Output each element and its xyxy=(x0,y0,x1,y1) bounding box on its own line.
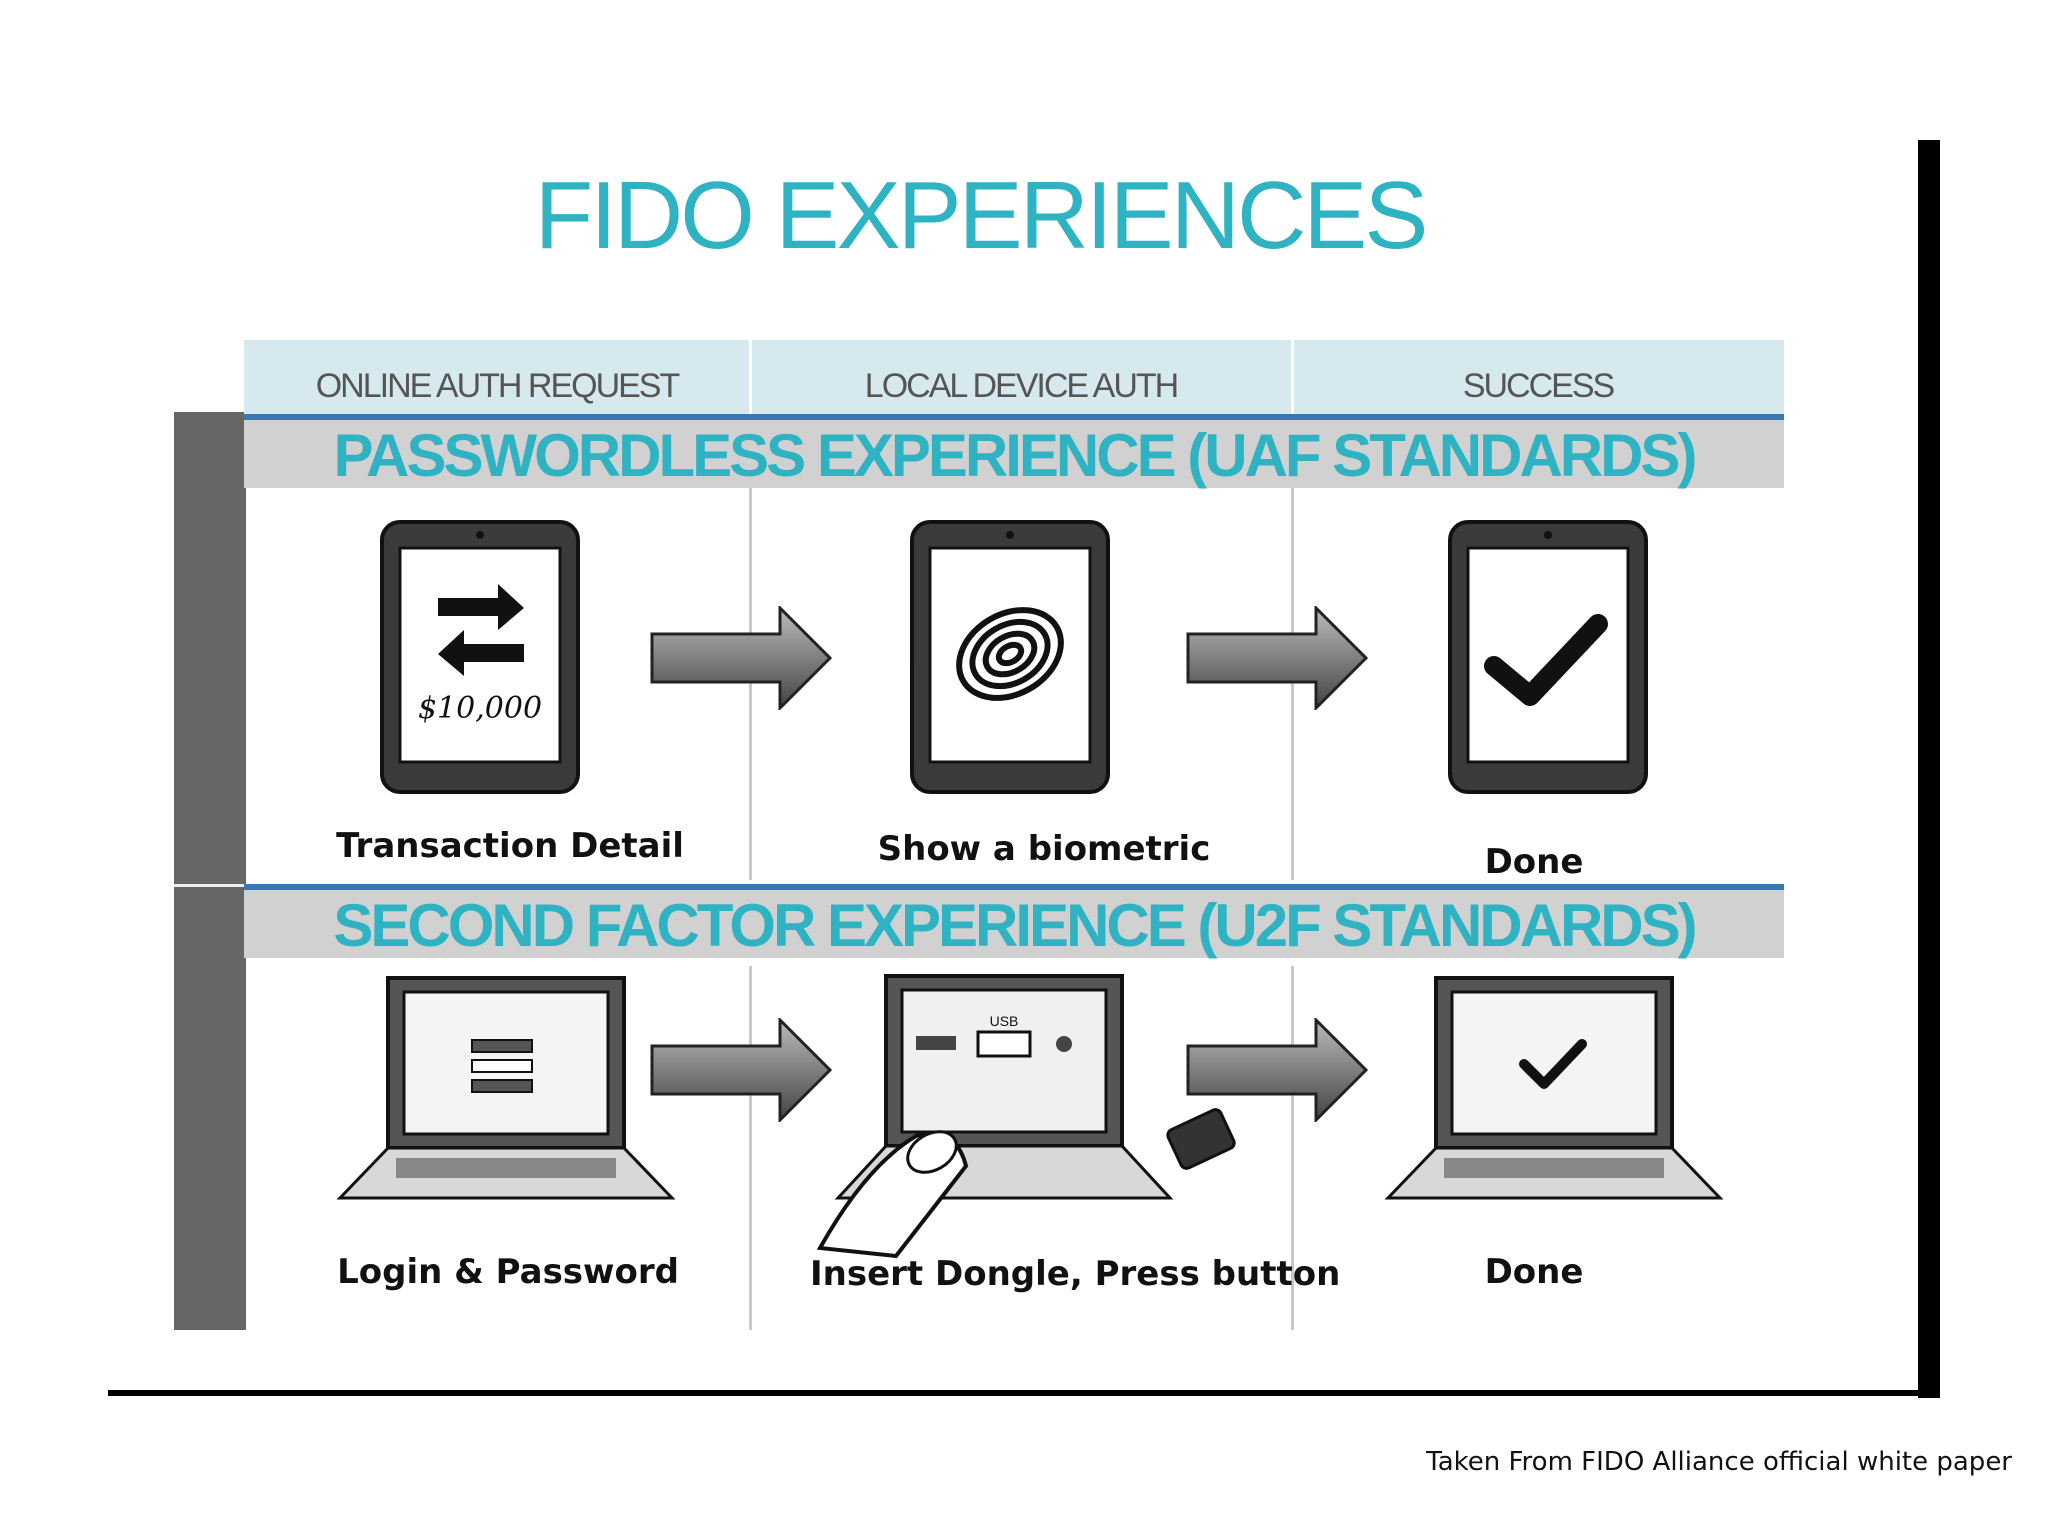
step-caption: Insert Dongle, Press button xyxy=(810,1254,1341,1294)
section-heading-u2f: SECOND FACTOR EXPERIENCE (U2F STANDARDS) xyxy=(244,890,1784,959)
section-divider-line xyxy=(244,414,1784,420)
laptop-login-icon xyxy=(336,976,676,1200)
step-caption: Done xyxy=(1484,1252,1584,1292)
tablet-checkmark-icon xyxy=(1448,520,1648,794)
column-divider xyxy=(1291,966,1294,1330)
left-bar-separator xyxy=(174,884,246,887)
column-divider xyxy=(749,488,752,880)
left-sidebar-bar xyxy=(174,412,246,1330)
header-divider xyxy=(1291,340,1294,416)
arrow-right-icon xyxy=(1186,606,1368,710)
frame-right-edge xyxy=(1918,140,1940,1398)
arrow-right-icon xyxy=(650,1018,832,1122)
frame-bottom-edge xyxy=(108,1390,1940,1396)
header-divider xyxy=(749,340,752,416)
column-divider xyxy=(1291,488,1294,880)
section-divider-line xyxy=(244,884,1784,890)
usb-label: USB xyxy=(990,1013,1019,1029)
laptop-checkmark-icon xyxy=(1384,976,1724,1200)
tablet-fingerprint-icon xyxy=(910,520,1110,794)
column-header-row: ONLINE AUTH REQUEST LOCAL DEVICE AUTH SU… xyxy=(244,340,1784,416)
source-footnote: Taken From FIDO Alliance official white … xyxy=(1426,1447,2012,1477)
step-caption: Done xyxy=(1484,842,1584,882)
arrow-right-icon xyxy=(1186,1018,1368,1122)
section-heading-uaf: PASSWORDLESS EXPERIENCE (UAF STANDARDS) xyxy=(244,420,1784,489)
amount-text: $10,000 xyxy=(418,691,542,726)
page-title: FIDO EXPERIENCES xyxy=(534,162,1429,269)
column-header-local-device-auth: LOCAL DEVICE AUTH xyxy=(864,367,1179,405)
arrow-right-icon xyxy=(650,606,832,710)
column-header-success: SUCCESS xyxy=(1462,367,1615,405)
step-caption: Transaction Detail xyxy=(336,826,684,866)
laptop-usb-dongle-icon: USB xyxy=(816,974,1236,1259)
column-header-online-auth: ONLINE AUTH REQUEST xyxy=(315,367,681,405)
step-caption: Show a biometric xyxy=(877,829,1211,869)
step-caption: Login & Password xyxy=(337,1252,679,1292)
column-divider xyxy=(749,966,752,1330)
tablet-transaction-icon: $10,000 xyxy=(380,520,580,794)
